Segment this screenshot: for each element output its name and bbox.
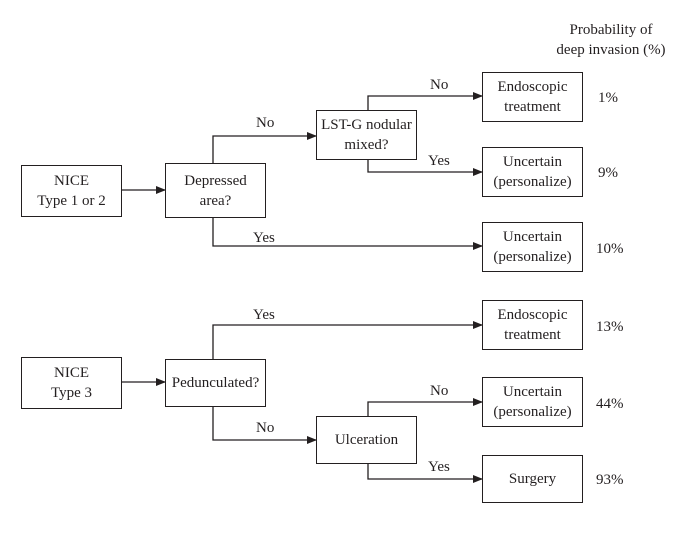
- node-text: mixed?: [344, 137, 389, 153]
- arrow-ulceration-yes: [367, 464, 483, 483]
- arrow-depressed-no: [212, 132, 317, 163]
- probability-uncertain-2: 10%: [596, 241, 624, 257]
- node-uncertain-3: Uncertain (personalize): [482, 377, 583, 427]
- node-ulceration: Ulceration: [316, 416, 417, 464]
- node-endoscopic-treatment-1: Endoscopic treatment: [482, 72, 583, 122]
- node-lst-g-nodular-mixed: LST-G nodular mixed?: [316, 110, 417, 160]
- node-text: Surgery: [508, 471, 557, 487]
- arrow-pedunculated-no: [212, 407, 317, 444]
- label-pedunculated-yes: Yes: [253, 307, 275, 323]
- node-text: Uncertain: [502, 384, 563, 400]
- node-text: (personalize): [493, 404, 572, 420]
- arrow-lstg-yes: [367, 160, 483, 176]
- node-text: NICE: [54, 365, 89, 381]
- label-ulceration-no: No: [430, 383, 449, 399]
- node-text: NICE: [54, 173, 89, 189]
- probability-header-line2: deep invasion (%): [556, 42, 666, 58]
- arrow-pedunculated-yes: [212, 321, 483, 359]
- label-depressed-yes: Yes: [253, 230, 275, 246]
- probability-endoscopic-1: 1%: [598, 90, 618, 106]
- label-lstg-yes: Yes: [428, 153, 450, 169]
- label-pedunculated-no: No: [256, 420, 275, 436]
- node-text: Uncertain: [502, 154, 563, 170]
- node-text: area?: [199, 192, 232, 209]
- probability-endoscopic-2: 13%: [596, 319, 624, 335]
- node-text: (personalize): [493, 249, 572, 265]
- node-surgery: Surgery: [482, 455, 583, 503]
- node-text: Pedunculated?: [171, 375, 260, 391]
- label-depressed-no: No: [256, 115, 275, 131]
- node-text: (personalize): [493, 174, 572, 190]
- node-text: Type 1 or 2: [37, 193, 106, 209]
- node-text: Endoscopic: [497, 79, 568, 95]
- arrow-ulceration-no: [367, 398, 483, 416]
- node-depressed-area: Depressed area?: [165, 163, 266, 218]
- node-text: LST-G nodular: [321, 117, 412, 133]
- node-pedunculated: Pedunculated?: [165, 359, 266, 407]
- node-text: treatment: [504, 99, 561, 115]
- probability-header-line1: Probability of: [569, 22, 653, 38]
- node-nice-type-3: NICE Type 3: [21, 357, 122, 409]
- node-nice-type-1-or-2: NICE Type 1 or 2: [21, 165, 122, 217]
- arrow-lstg-no: [367, 92, 483, 110]
- node-text: Ulceration: [334, 432, 399, 448]
- probability-surgery: 93%: [596, 472, 624, 488]
- probability-uncertain-1: 9%: [598, 165, 618, 181]
- node-text: Endoscopic: [497, 307, 568, 323]
- node-text: Type 3: [50, 385, 93, 401]
- node-uncertain-1: Uncertain (personalize): [482, 147, 583, 197]
- node-text: Uncertain: [502, 229, 563, 245]
- node-endoscopic-treatment-2: Endoscopic treatment: [482, 300, 583, 350]
- node-text: Depressed: [184, 172, 247, 189]
- node-uncertain-2: Uncertain (personalize): [482, 222, 583, 272]
- label-lstg-no: No: [430, 77, 449, 93]
- node-text: treatment: [504, 327, 561, 343]
- probability-uncertain-3: 44%: [596, 396, 624, 412]
- probability-header: Probability of deep invasion (%): [547, 20, 675, 60]
- label-ulceration-yes: Yes: [428, 459, 450, 475]
- arrow-depressed-yes: [212, 218, 483, 250]
